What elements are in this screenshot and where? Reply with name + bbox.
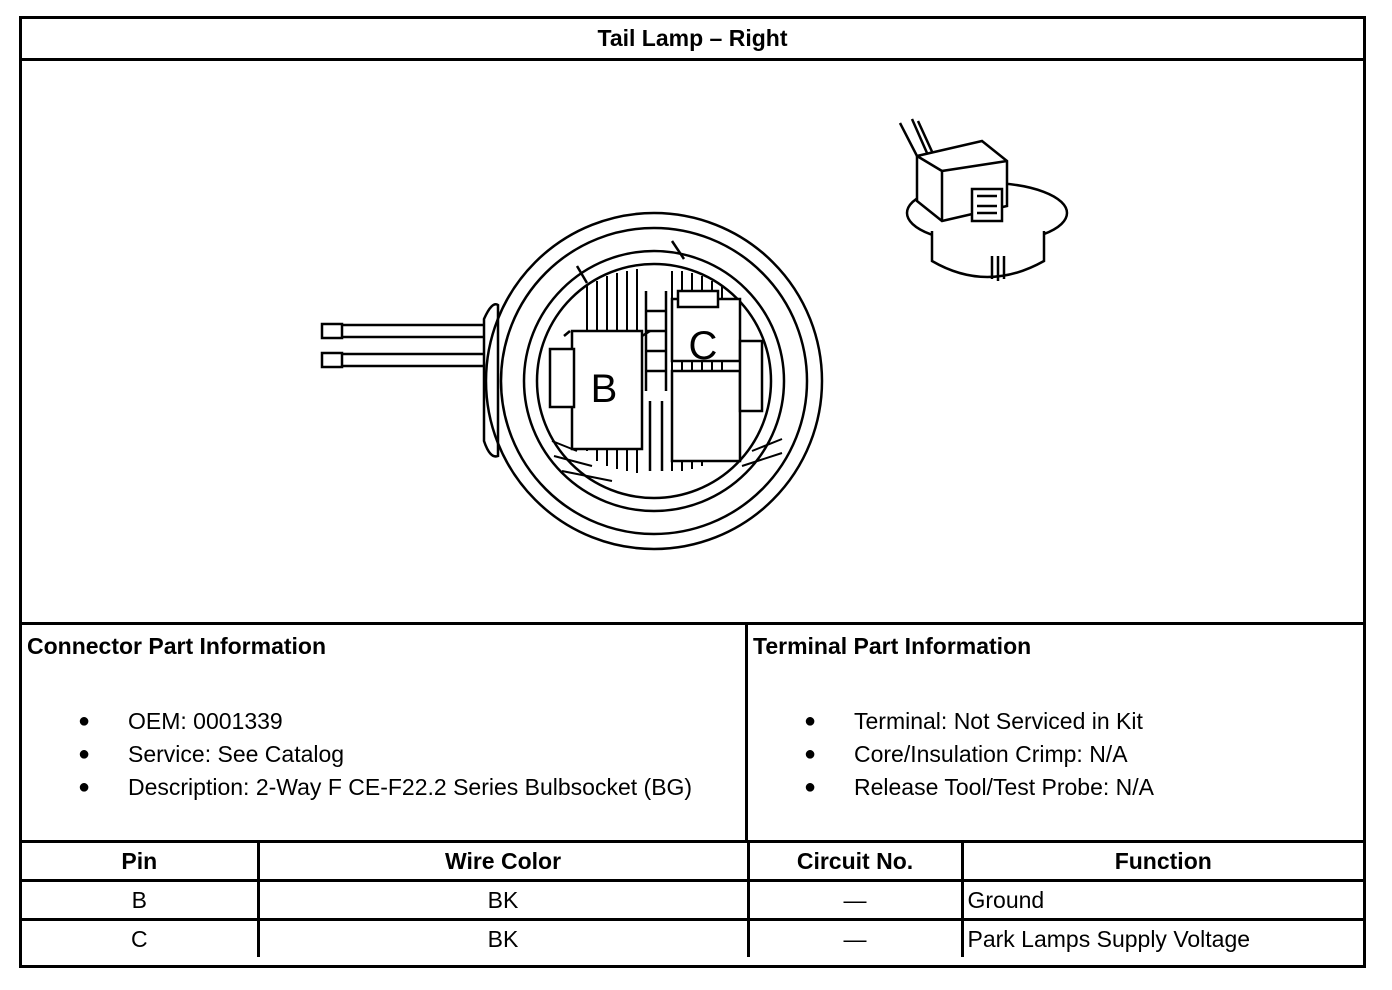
list-item: ●OEM: 0001339 xyxy=(78,705,692,738)
cell-circuit-no: — xyxy=(746,879,964,921)
inner-ring xyxy=(535,262,773,500)
bullet-icon: ● xyxy=(804,743,817,765)
cavity-b-outline xyxy=(570,329,644,451)
list-item: ●Terminal: Not Serviced in Kit xyxy=(804,705,1154,738)
list-item: ●Description: 2-Way F CE-F22.2 Series Bu… xyxy=(78,771,692,804)
cavity-c-latch xyxy=(738,339,764,413)
header-wire-color: Wire Color xyxy=(256,840,750,882)
bullet-icon: ● xyxy=(78,776,91,798)
list-item: ●Release Tool/Test Probe: N/A xyxy=(804,771,1154,804)
wire-end-upper xyxy=(320,322,344,340)
connector-info-list: ●OEM: 0001339 ●Service: See Catalog ●Des… xyxy=(78,705,692,804)
outer-ring xyxy=(484,211,824,551)
keyway-marks xyxy=(575,240,686,284)
connector-diagram: B C xyxy=(22,61,1363,622)
cavity-c-lower xyxy=(670,369,742,463)
table-row: B BK — Ground xyxy=(22,879,1363,921)
terminal-info-list: ●Terminal: Not Serviced in Kit ●Core/Ins… xyxy=(804,705,1154,804)
header-circuit-no: Circuit No. xyxy=(746,840,964,882)
header-function: Function xyxy=(960,840,1363,882)
flange-ring xyxy=(499,226,809,536)
strain-relief xyxy=(482,303,500,458)
socket-ring xyxy=(522,249,786,513)
bullet-icon: ● xyxy=(804,710,817,732)
cell-circuit-no: — xyxy=(746,918,964,957)
connector-part-info: Connector Part Information ●OEM: 0001339… xyxy=(22,622,748,840)
list-item: ●Core/Insulation Crimp: N/A xyxy=(804,738,1154,771)
bullet-icon: ● xyxy=(78,710,91,732)
cavity-b-latch xyxy=(548,347,576,409)
cell-pin: C xyxy=(22,918,260,957)
bullet-icon: ● xyxy=(78,743,91,765)
cell-function: Park Lamps Supply Voltage xyxy=(960,918,1363,957)
wire-end-lower xyxy=(320,351,344,369)
cavity-label-c: C xyxy=(689,324,718,368)
connector-sheet: Tail Lamp – Right xyxy=(19,16,1366,968)
pin-table: Pin Wire Color Circuit No. Function B BK… xyxy=(22,840,1363,957)
table-header-row: Pin Wire Color Circuit No. Function xyxy=(22,840,1363,882)
connector-face-view: B C xyxy=(320,118,1069,551)
cell-wire-color: BK xyxy=(256,918,750,957)
cell-pin: B xyxy=(22,879,260,921)
cell-function: Ground xyxy=(960,879,1363,921)
connector-info-heading: Connector Part Information xyxy=(27,633,327,659)
cell-wire-color: BK xyxy=(256,879,750,921)
list-item: ●Service: See Catalog xyxy=(78,738,692,771)
sheet-title: Tail Lamp – Right xyxy=(22,19,1363,61)
cavity-label-b: B xyxy=(591,367,618,411)
table-row: C BK — Park Lamps Supply Voltage xyxy=(22,918,1363,957)
header-pin: Pin xyxy=(22,840,260,882)
connector-iso-view xyxy=(898,118,1069,281)
terminal-info-heading: Terminal Part Information xyxy=(753,633,1032,659)
wire-leads xyxy=(342,323,484,368)
center-divider xyxy=(644,291,668,471)
terminal-part-info: Terminal Part Information ●Terminal: Not… xyxy=(748,622,1363,840)
bullet-icon: ● xyxy=(804,776,817,798)
